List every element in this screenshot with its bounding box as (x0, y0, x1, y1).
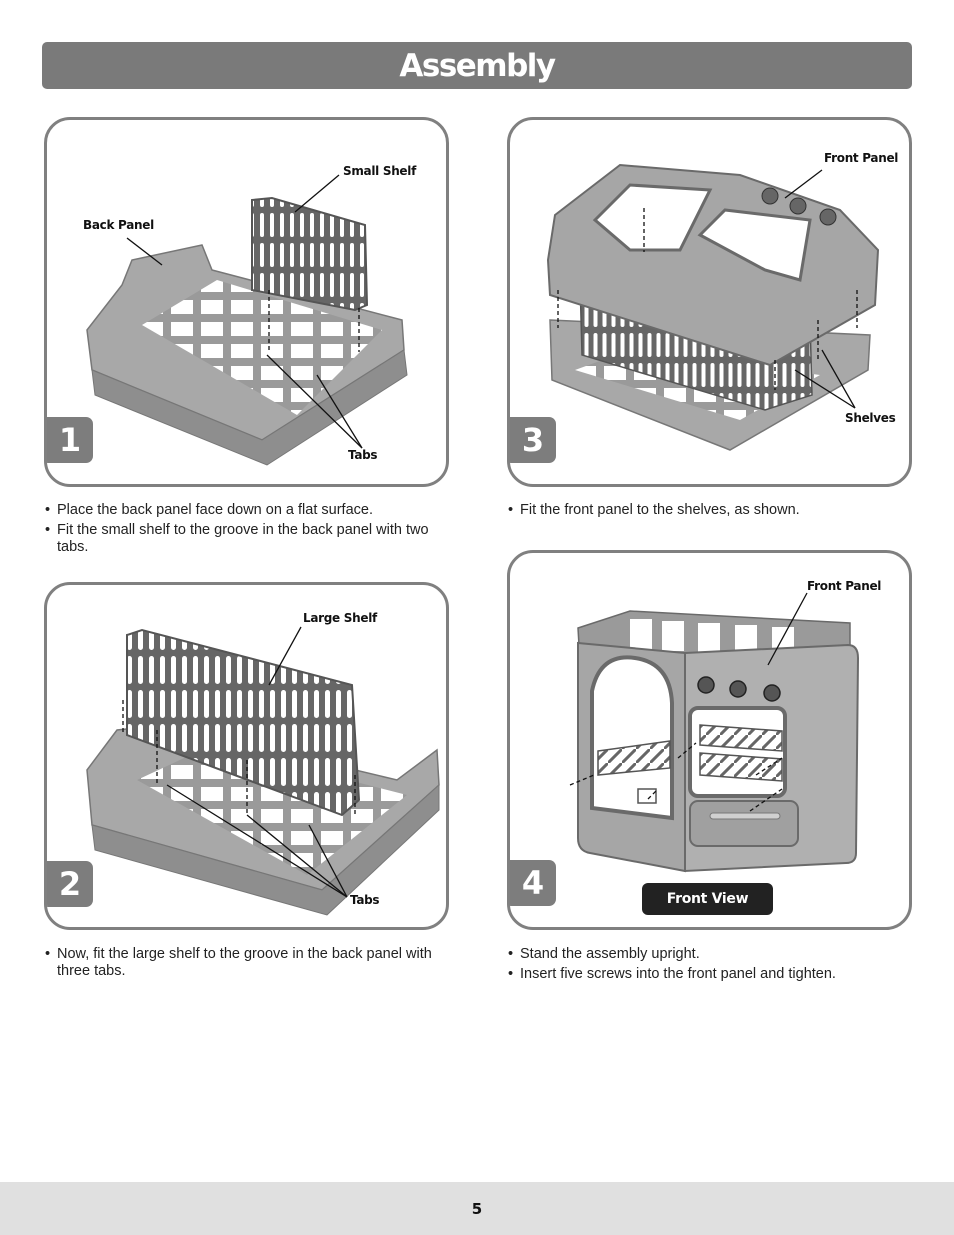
step-4-instruction-2: Insert five screws into the front panel … (507, 966, 912, 983)
step-2-instruction-1: Now, fit the large shelf to the groove i… (44, 946, 449, 980)
callout-front-panel: Front Panel (807, 579, 882, 593)
page-footer: 5 (0, 1182, 954, 1235)
callout-small-shelf: Small Shelf (343, 164, 417, 178)
step-2-badge: 2 (47, 861, 93, 907)
callout-tabs: Tabs (348, 448, 378, 462)
step-4-instructions: Stand the assembly upright. Insert five … (507, 946, 912, 986)
step-3-badge: 3 (510, 417, 556, 463)
step-2-panel: Large Shelf Tabs 2 (44, 582, 449, 930)
callout-large-shelf: Large Shelf (303, 611, 377, 625)
step-4-badge: 4 (510, 860, 556, 906)
callout-front-panel: Front Panel (824, 151, 899, 165)
step-2-illustration (86, 626, 440, 916)
callout-back-panel: Back Panel (83, 218, 154, 232)
step-4-instruction-1: Stand the assembly upright. (507, 946, 912, 963)
front-view-label: Front View (642, 883, 773, 915)
step-4-panel: Front Panel Front View 4 (507, 550, 912, 930)
callout-shelves: Shelves (845, 411, 896, 425)
step-3-instruction-1: Fit the front panel to the shelves, as s… (507, 502, 912, 519)
step-3-panel: Front Panel Shelves 3 (507, 117, 912, 487)
step-4-illustration (569, 592, 860, 873)
step-1-illustration (86, 174, 408, 466)
callout-tabs: Tabs (350, 893, 380, 907)
step-1-instruction-2: Fit the small shelf to the groove in the… (44, 522, 444, 556)
step-3-illustration (546, 163, 880, 451)
page-number: 5 (471, 1199, 483, 1218)
step-1-badge: 1 (47, 417, 93, 463)
step-1-instruction-1: Place the back panel face down on a flat… (44, 502, 444, 519)
page-title: Assembly (399, 47, 556, 84)
step-3-instructions: Fit the front panel to the shelves, as s… (507, 502, 912, 522)
step-1-panel: Small Shelf Back Panel Tabs 1 (44, 117, 449, 487)
step-2-instructions: Now, fit the large shelf to the groove i… (44, 946, 449, 983)
step-1-instructions: Place the back panel face down on a flat… (44, 502, 444, 559)
title-bar: Assembly (42, 42, 912, 89)
